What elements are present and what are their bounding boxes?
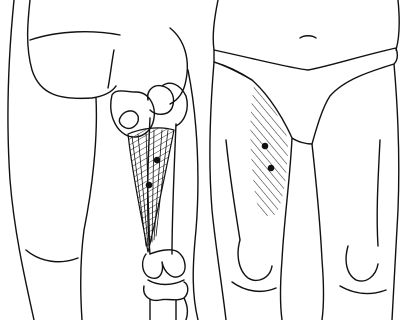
anterior-trigger-point-2 — [268, 165, 275, 172]
right-knee-crease — [340, 286, 386, 293]
posterior-view-panel — [8, 0, 198, 320]
anterior-outer-thigh-left — [210, 62, 226, 320]
torso-left-outline — [213, 0, 218, 50]
tibia-shaft — [150, 300, 176, 320]
outer-thigh-left — [8, 0, 34, 320]
anterior-view-panel — [210, 0, 399, 320]
femur-condyles — [143, 250, 185, 278]
femoral-head — [148, 86, 174, 115]
torso-right-outline — [396, 0, 399, 50]
anterior-inner-thigh-right — [312, 144, 324, 320]
knee-joint-line — [148, 280, 184, 285]
right-kneecap-outline — [346, 246, 378, 281]
anterior-outer-thigh-right — [392, 64, 399, 320]
anterior-trigger-point-1 — [262, 143, 269, 150]
adductor-magnus-muscle — [128, 128, 174, 252]
navel — [300, 36, 316, 38]
obturator-foramen — [119, 111, 138, 128]
underwear-waistband — [214, 48, 397, 144]
left-kneecap-outline — [238, 240, 272, 280]
left-knee-crease — [232, 282, 276, 291]
posterior-trigger-point-1 — [154, 157, 161, 164]
left-thigh-muscle-contour — [226, 140, 240, 240]
right-thigh-muscle-contour — [377, 140, 380, 246]
left-knee-line — [26, 250, 78, 262]
outer-thigh-right — [188, 70, 198, 320]
referred-pain-zone — [250, 86, 288, 216]
buttocks-outline — [28, 0, 116, 98]
posterior-trigger-point-2 — [146, 182, 153, 189]
fibula — [184, 298, 187, 320]
inner-thigh-left — [81, 98, 97, 320]
gluteal-cleft — [108, 50, 114, 88]
buttocks-crease — [30, 32, 120, 40]
